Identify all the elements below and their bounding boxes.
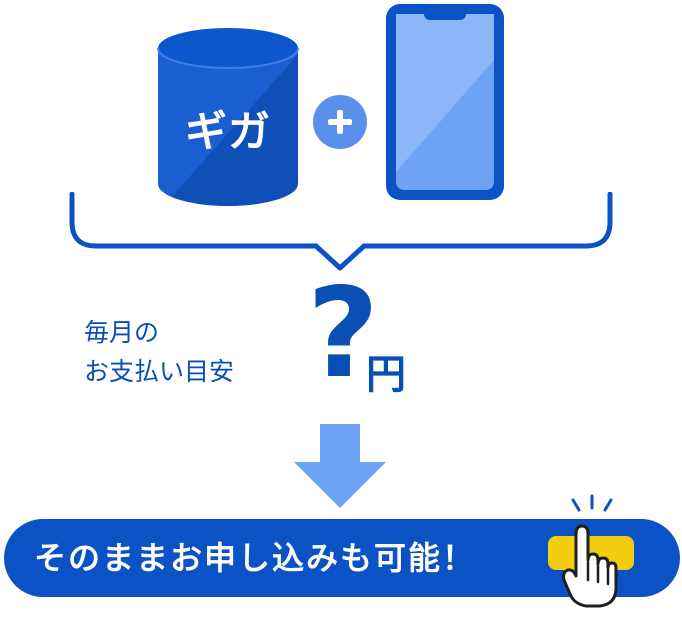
database-cylinder-icon xyxy=(157,28,299,206)
currency-label: 円 xyxy=(366,352,406,398)
pointing-hand-cursor-icon xyxy=(562,524,618,608)
down-arrow-icon xyxy=(294,424,386,508)
plus-icon xyxy=(313,95,367,149)
unknown-amount-mark: ? xyxy=(307,262,379,406)
monthly-payment-label: 毎月の お支払い目安 xyxy=(84,313,234,391)
monthly-payment-line2: お支払い目安 xyxy=(84,357,235,386)
giga-label: ギガ xyxy=(184,107,271,156)
smartphone-icon xyxy=(386,4,504,200)
monthly-payment-line1: 毎月の xyxy=(84,318,160,347)
apply-now-label: そのままお申し込みも可能！ xyxy=(34,539,477,577)
bracket-divider xyxy=(69,192,613,271)
